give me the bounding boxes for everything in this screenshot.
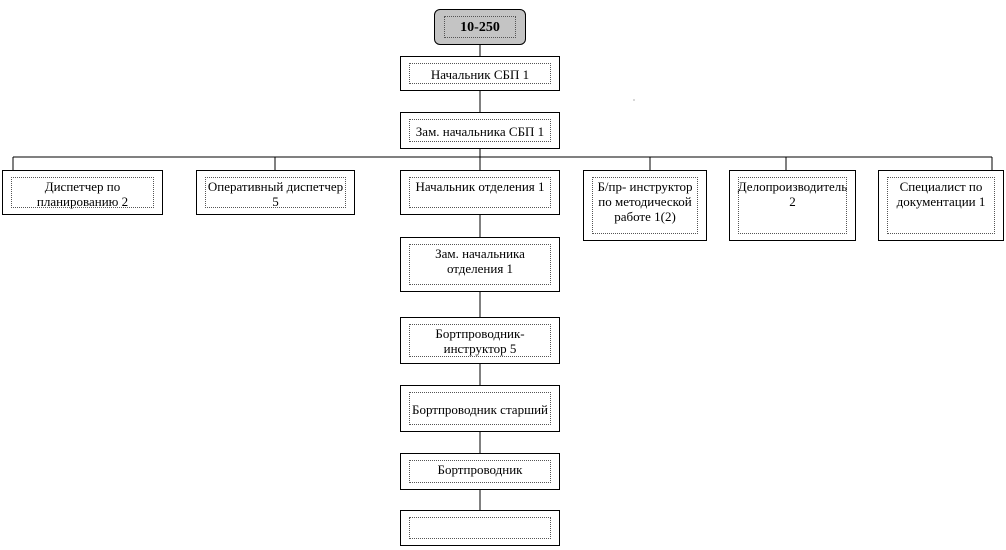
branch-node-department-head: Начальник отделения 1 [400, 170, 560, 215]
branch-node-documentation-specialist: Специалист по документации 1 [878, 170, 1004, 241]
head-node-label: Начальник СБП 1 [409, 63, 551, 84]
head-node: Начальник СБП 1 [400, 56, 560, 91]
deputy-node: Зам. начальника СБП 1 [400, 112, 560, 149]
branch-node-label: Специалист по документации 1 [887, 177, 995, 234]
branch-node-dispatcher-planning: Диспетчер по планированию 2 [2, 170, 163, 215]
chain-node-label: Бортпроводник старший [409, 392, 551, 425]
chain-node-flight-attendant: Бортпроводник [400, 453, 560, 490]
chain-node-label: Бортпроводник-инструктор 5 [409, 324, 551, 357]
org-code-box: 10-250 [434, 9, 526, 45]
chain-node-flight-attendant-instructor: Бортпроводник-инструктор 5 [400, 317, 560, 364]
branch-node-methodical-instructor: Б/пр- инструктор по методической работе … [583, 170, 707, 241]
chain-node-label: Бортпроводник [409, 460, 551, 483]
branch-node-label: Диспетчер по планированию 2 [11, 177, 154, 209]
branch-node-clerk: Делопроизводитель 2 [729, 170, 856, 241]
branch-node-label: Начальник отделения 1 [409, 177, 551, 208]
chain-node-deputy-department-head: Зам. начальника отделения 1 [400, 237, 560, 292]
org-code-label: 10-250 [444, 16, 516, 38]
branch-node-operative-dispatcher: Оперативный диспетчер 5 [196, 170, 355, 215]
branch-node-label: Оперативный диспетчер 5 [205, 177, 346, 209]
deputy-node-label: Зам. начальника СБП 1 [409, 119, 551, 142]
stray-dot [633, 99, 635, 101]
chain-node-label: Зам. начальника отделения 1 [409, 244, 551, 285]
branch-node-label: Делопроизводитель 2 [738, 177, 847, 234]
chain-node-senior-flight-attendant: Бортпроводник старший [400, 385, 560, 432]
chain-node-label [409, 517, 551, 539]
chain-node-empty [400, 510, 560, 546]
branch-node-label: Б/пр- инструктор по методической работе … [592, 177, 698, 234]
